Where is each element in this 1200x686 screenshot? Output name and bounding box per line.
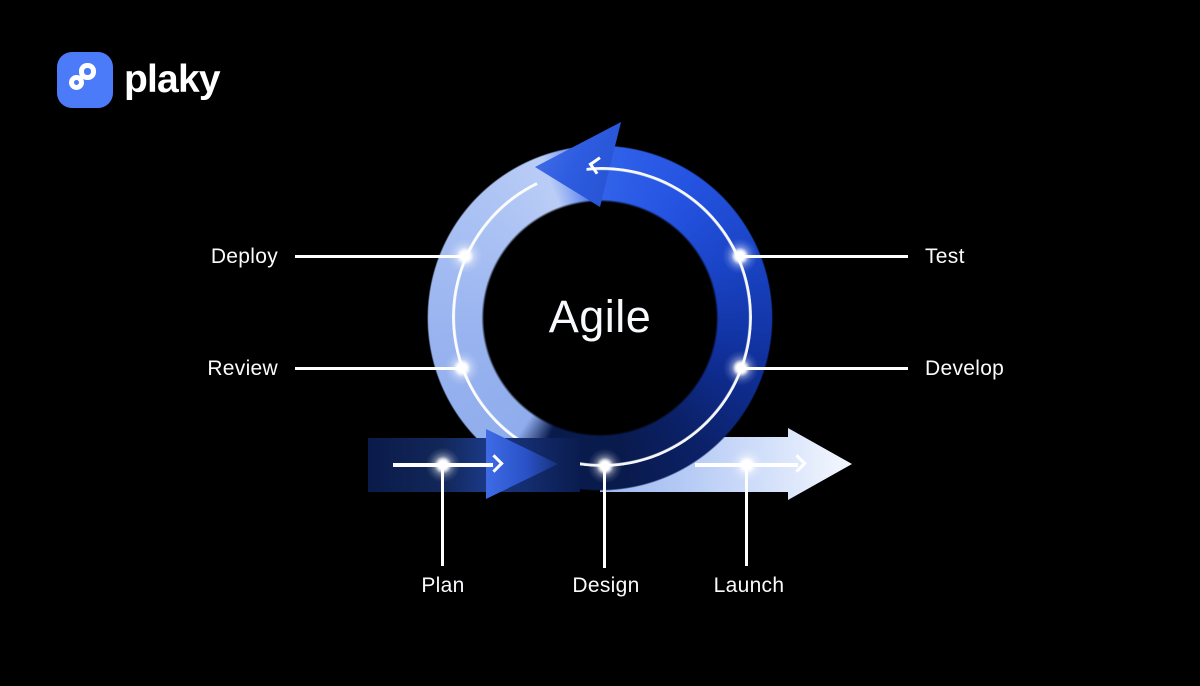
label-launch: Launch <box>713 574 785 597</box>
test-connector-line <box>740 255 908 258</box>
label-plan: Plan <box>421 574 465 597</box>
design-connector-line <box>603 467 606 568</box>
label-deploy: Deploy <box>210 245 278 268</box>
logo-glyph-circle <box>69 75 84 90</box>
cycle-title: Agile <box>548 291 652 342</box>
plaky-wordmark: plaky <box>124 58 221 101</box>
logo-glyph-rounded-square <box>79 63 96 80</box>
deploy-connector-line <box>295 255 465 258</box>
label-design: Design <box>572 574 640 597</box>
label-develop: Develop <box>925 357 1005 380</box>
plan-connector-line <box>441 465 444 566</box>
label-test: Test <box>925 245 965 268</box>
plaky-logo: plaky <box>57 52 221 108</box>
label-review: Review <box>207 357 278 380</box>
plaky-logo-icon <box>57 52 113 108</box>
cycle-track-line <box>452 167 752 467</box>
review-connector-line <box>295 367 462 370</box>
develop-connector-line <box>741 367 908 370</box>
launch-connector-line <box>745 465 748 566</box>
